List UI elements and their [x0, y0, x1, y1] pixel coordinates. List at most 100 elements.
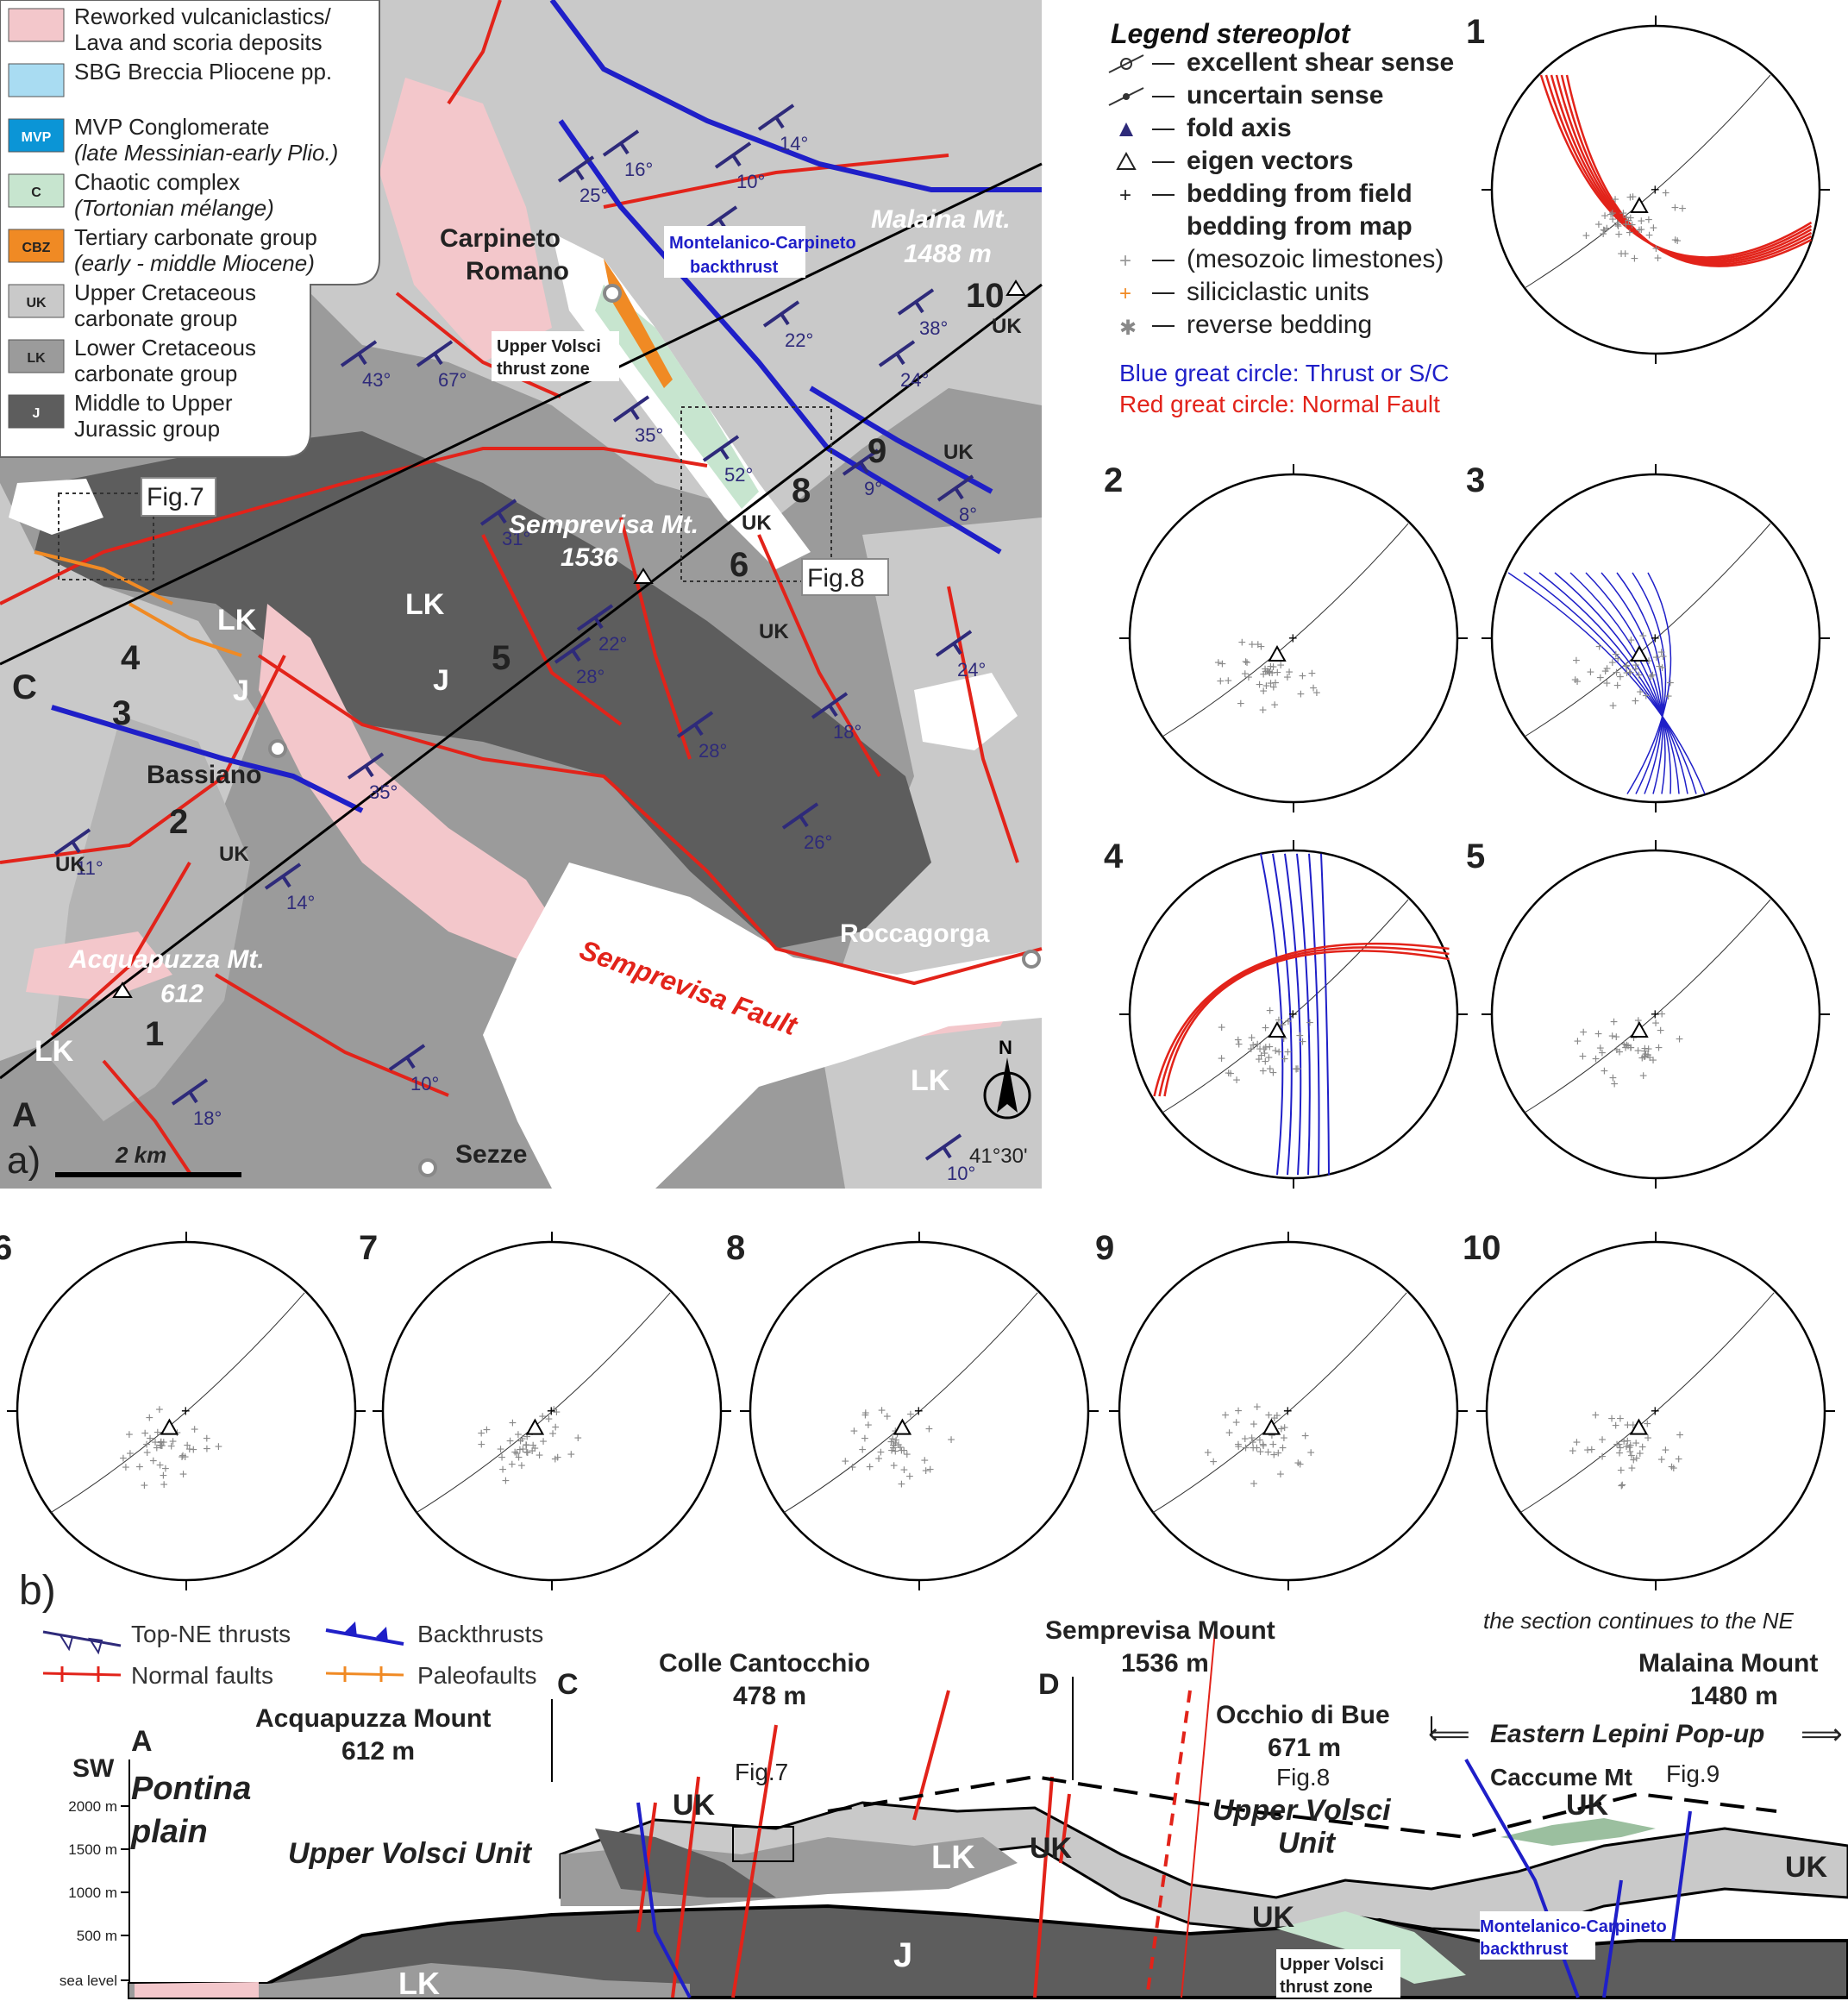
section-a: A [131, 1725, 153, 1758]
svg-text:+: + [1235, 1038, 1243, 1052]
section-backthrust-2: backthrust [1480, 1940, 1569, 1959]
svg-text:+: + [1651, 630, 1660, 647]
svg-text:+: + [1674, 235, 1682, 249]
stereo-legend-item: fold axis [1119, 114, 1292, 142]
svg-text:+: + [1629, 191, 1637, 205]
svg-text:+: + [1306, 1446, 1314, 1461]
svg-text:+: + [1647, 669, 1655, 684]
svg-text:+: + [1573, 675, 1581, 690]
stereo-legend-label: siliciclastic units [1187, 278, 1369, 306]
legend-unit-code: MVP [22, 130, 52, 145]
svg-text:+: + [1294, 1456, 1302, 1471]
svg-text:+: + [874, 1452, 882, 1466]
svg-text:+: + [898, 1477, 905, 1492]
svg-text:+: + [1280, 1431, 1287, 1446]
stereoplot: ++++++++++++++++++++++++++++++++++++++++… [0, 1229, 366, 1590]
svg-text:+: + [547, 1402, 556, 1420]
dip-symbol: 25° [557, 155, 608, 206]
svg-text:+: + [149, 1454, 157, 1469]
svg-text:+: + [1269, 1066, 1277, 1081]
svg-text:+: + [1608, 207, 1616, 222]
dip-label: 8° [959, 504, 977, 525]
svg-text:+: + [1273, 1408, 1281, 1423]
svg-text:+: + [1275, 1446, 1282, 1461]
svg-text:+: + [922, 1464, 930, 1478]
legend-unit-code: C [31, 185, 41, 200]
dip-label: 26° [804, 831, 832, 853]
axis-title-sw: SW [72, 1754, 115, 1783]
stereo-legend-item: uncertain sense [1108, 81, 1383, 110]
svg-text:+: + [1301, 1429, 1309, 1444]
svg-text:+: + [1250, 1477, 1257, 1491]
svg-text:+: + [1254, 1038, 1262, 1052]
svg-text:+: + [1617, 248, 1625, 262]
section-acquapuzza: Acquapuzza Mount [255, 1704, 491, 1733]
svg-text:+: + [1626, 1041, 1634, 1056]
dip-label: 14° [780, 133, 808, 154]
svg-text:+: + [1249, 1436, 1256, 1451]
svg-text:+: + [1260, 1042, 1268, 1057]
dip-symbol: 14° [757, 104, 808, 154]
svg-text:+: + [1204, 1446, 1212, 1461]
svg-text:+: + [517, 1458, 525, 1473]
svg-text:+: + [1608, 1030, 1616, 1044]
legend-normal: Normal faults [131, 1662, 273, 1689]
svg-text:+: + [1630, 1453, 1638, 1468]
section-uk-3: UK [1252, 1901, 1295, 1934]
svg-text:+: + [1634, 1044, 1642, 1058]
section-caccume: Caccume Mt [1490, 1764, 1632, 1791]
svg-text:+: + [1293, 1063, 1300, 1077]
cross-section: Top-NE thrusts Normal faults Backthrusts… [12, 1608, 1848, 2001]
stereoplot-number: 10 [1463, 1229, 1501, 1267]
legend-unit: SBG Breccia Pliocene pp. [8, 59, 332, 97]
section-occhio: Occhio di Bue [1216, 1701, 1390, 1729]
section-semprevisa-alt: 1536 m [1121, 1649, 1209, 1678]
map-unit-label: UK [759, 620, 789, 643]
place-acquapuzza-alt: 612 [160, 980, 204, 1008]
dip-label: 16° [624, 159, 653, 180]
svg-text:+: + [1596, 1042, 1604, 1057]
section-malaina-alt: 1480 m [1690, 1682, 1778, 1710]
legend-unit-line1: Lower Cretaceous [74, 335, 256, 361]
svg-text:+: + [1583, 1443, 1591, 1458]
svg-text:+: + [1253, 1401, 1261, 1415]
svg-text:+: + [1668, 1460, 1676, 1475]
dip-symbol: 10° [388, 1044, 439, 1095]
legend-unit-line2: (late Messinian-early Plio.) [74, 140, 338, 166]
svg-text:+: + [861, 1432, 868, 1446]
svg-text:+: + [536, 1449, 543, 1464]
svg-text:+: + [1639, 1069, 1647, 1083]
svg-text:+: + [509, 1416, 517, 1431]
svg-text:+: + [1275, 1013, 1282, 1028]
svg-text:+: + [1651, 1006, 1660, 1023]
svg-text:+: + [1595, 640, 1603, 655]
svg-text:+: + [1623, 1038, 1631, 1053]
section-occhio-alt: 671 m [1268, 1734, 1341, 1762]
svg-text:+: + [914, 1402, 924, 1420]
svg-text:+: + [1627, 1449, 1635, 1464]
svg-text:+: + [1214, 656, 1222, 671]
svg-text:+: + [1627, 634, 1635, 649]
svg-text:+: + [1632, 662, 1639, 677]
svg-text:+: + [1262, 1021, 1269, 1036]
y-tick: 1000 m [68, 1885, 129, 1901]
svg-text:+: + [1253, 1441, 1261, 1456]
legend-unit-code: LK [27, 351, 46, 366]
svg-text:+: + [1636, 685, 1644, 699]
profile-end-a: A [12, 1096, 37, 1134]
svg-text:+: + [1248, 637, 1256, 652]
stereo-legend-item: +(mesozoic limestones) [1119, 245, 1444, 273]
dip-label: 11° [76, 857, 103, 879]
place-sezze: Sezze [455, 1140, 527, 1169]
stereo-legend-item: eigen vectors [1116, 147, 1353, 175]
svg-text:+: + [203, 1442, 210, 1457]
svg-text:+: + [1657, 645, 1665, 660]
svg-text:+: + [1645, 1051, 1653, 1065]
svg-text:+: + [1218, 1051, 1225, 1066]
svg-text:+: + [1119, 184, 1131, 207]
svg-text:+: + [1600, 223, 1607, 238]
svg-text:+: + [947, 1433, 955, 1447]
svg-text:+: + [1265, 1408, 1273, 1423]
svg-text:+: + [1271, 676, 1279, 691]
map-unit-label: LK [34, 1035, 74, 1068]
